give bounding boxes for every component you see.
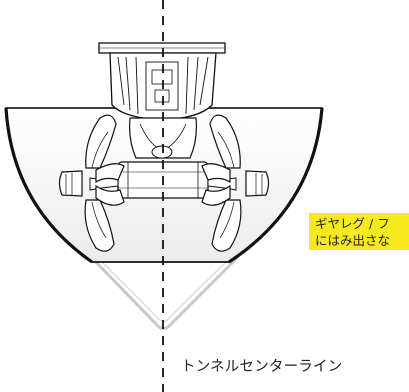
motor-mount bbox=[98, 42, 226, 121]
callout-line-2: にはみ出さな bbox=[315, 233, 391, 248]
center-line-label: トンネルセンターライン bbox=[181, 359, 343, 375]
right-propeller-blades bbox=[201, 114, 242, 252]
callout-line-1: ギヤレグ / フ bbox=[315, 216, 390, 231]
protruding-lower-section bbox=[90, 256, 239, 330]
right-propeller-hub bbox=[245, 170, 270, 197]
left-propeller-hub bbox=[58, 170, 83, 197]
callout-note: ギヤレグ / フ にはみ出さな bbox=[309, 213, 409, 250]
left-propeller-blades bbox=[84, 114, 125, 252]
gear-leg bbox=[129, 117, 197, 159]
